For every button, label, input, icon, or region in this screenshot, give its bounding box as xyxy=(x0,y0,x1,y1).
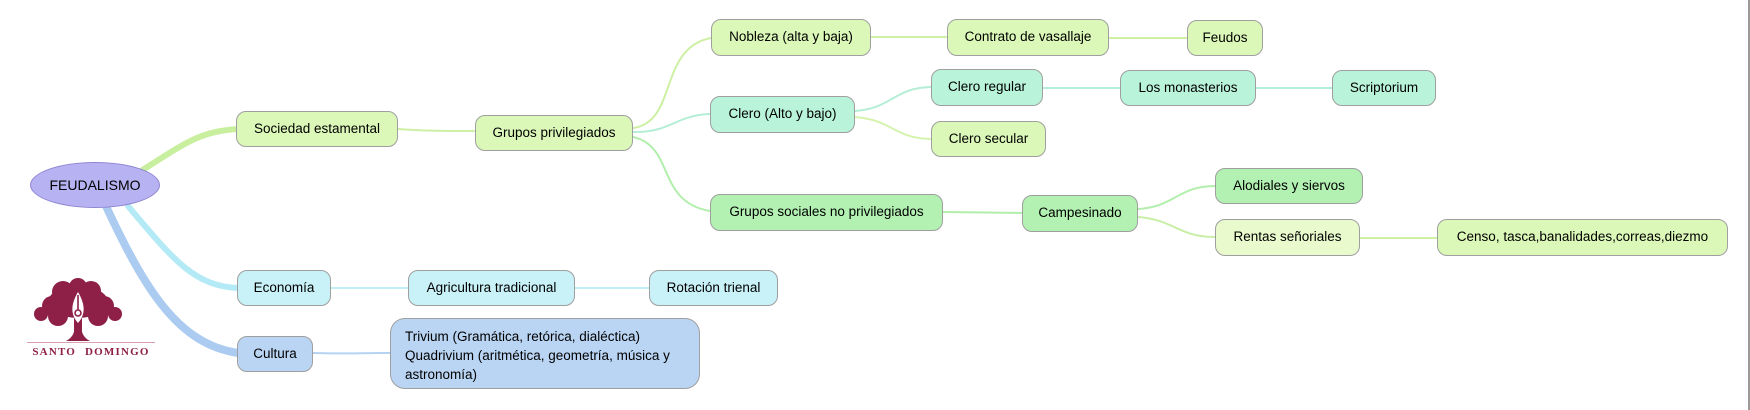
node-sociedad-estamental[interactable]: Sociedad estamental xyxy=(236,111,398,147)
edge-clero-clero-regular xyxy=(854,86,932,112)
logo-text: SANTO DOMINGO xyxy=(32,346,150,358)
edge-clero-clero-secular xyxy=(854,116,932,140)
node-economia[interactable]: Economía xyxy=(237,270,331,306)
edge-grupos-priv-nobleza xyxy=(632,37,712,129)
node-agricultura-tradicional[interactable]: Agricultura tradicional xyxy=(408,270,575,306)
tree-pen-icon xyxy=(34,278,122,341)
edge-root-economia xyxy=(125,203,241,291)
node-feudalismo[interactable]: FEUDALISMO xyxy=(30,162,160,208)
edge-grupos-priv-grupos-no-priv xyxy=(632,136,711,212)
edge-sociedad-grupos-priv xyxy=(397,128,476,132)
node-feudos[interactable]: Feudos xyxy=(1187,20,1263,56)
node-scriptorium[interactable]: Scriptorium xyxy=(1332,70,1436,106)
node-grupos-sociales-no-privilegiados[interactable]: Grupos sociales no privilegiados xyxy=(710,194,943,231)
node-los-monasterios[interactable]: Los monasterios xyxy=(1120,70,1256,106)
edge-root-sociedad xyxy=(135,126,241,176)
node-alodiales-y-siervos[interactable]: Alodiales y siervos xyxy=(1215,168,1363,204)
node-clero-secular[interactable]: Clero secular xyxy=(931,121,1046,157)
node-contrato-de-vasallaje[interactable]: Contrato de vasallaje xyxy=(947,19,1109,56)
node-grupos-privilegiados[interactable]: Grupos privilegiados xyxy=(475,115,633,151)
logo-divider xyxy=(27,342,155,343)
edge-campesinado-rentas xyxy=(1137,216,1216,238)
edge-grupos-priv-clero xyxy=(632,113,711,134)
edge-grupos-no-priv-campesinado xyxy=(942,211,1023,214)
node-rotacion-trienal[interactable]: Rotación trienal xyxy=(649,270,778,306)
node-censo-tasca[interactable]: Censo, tasca,banalidades,correas,diezmo xyxy=(1437,219,1728,256)
node-trivium-quadrivium[interactable]: Trivium (Gramática, retórica, dialéctica… xyxy=(390,318,700,389)
node-nobleza[interactable]: Nobleza (alta y baja) xyxy=(711,19,871,56)
node-rentas-senoriales[interactable]: Rentas señoriales xyxy=(1215,219,1360,256)
node-cultura[interactable]: Cultura xyxy=(237,336,313,372)
node-clero-regular[interactable]: Clero regular xyxy=(931,69,1043,106)
edge-root-cultura xyxy=(101,200,242,357)
node-clero[interactable]: Clero (Alto y bajo) xyxy=(710,96,855,133)
node-campesinado[interactable]: Campesinado xyxy=(1022,195,1138,232)
canvas-right-border xyxy=(1748,0,1750,410)
edge-campesinado-alodiales xyxy=(1137,185,1216,210)
